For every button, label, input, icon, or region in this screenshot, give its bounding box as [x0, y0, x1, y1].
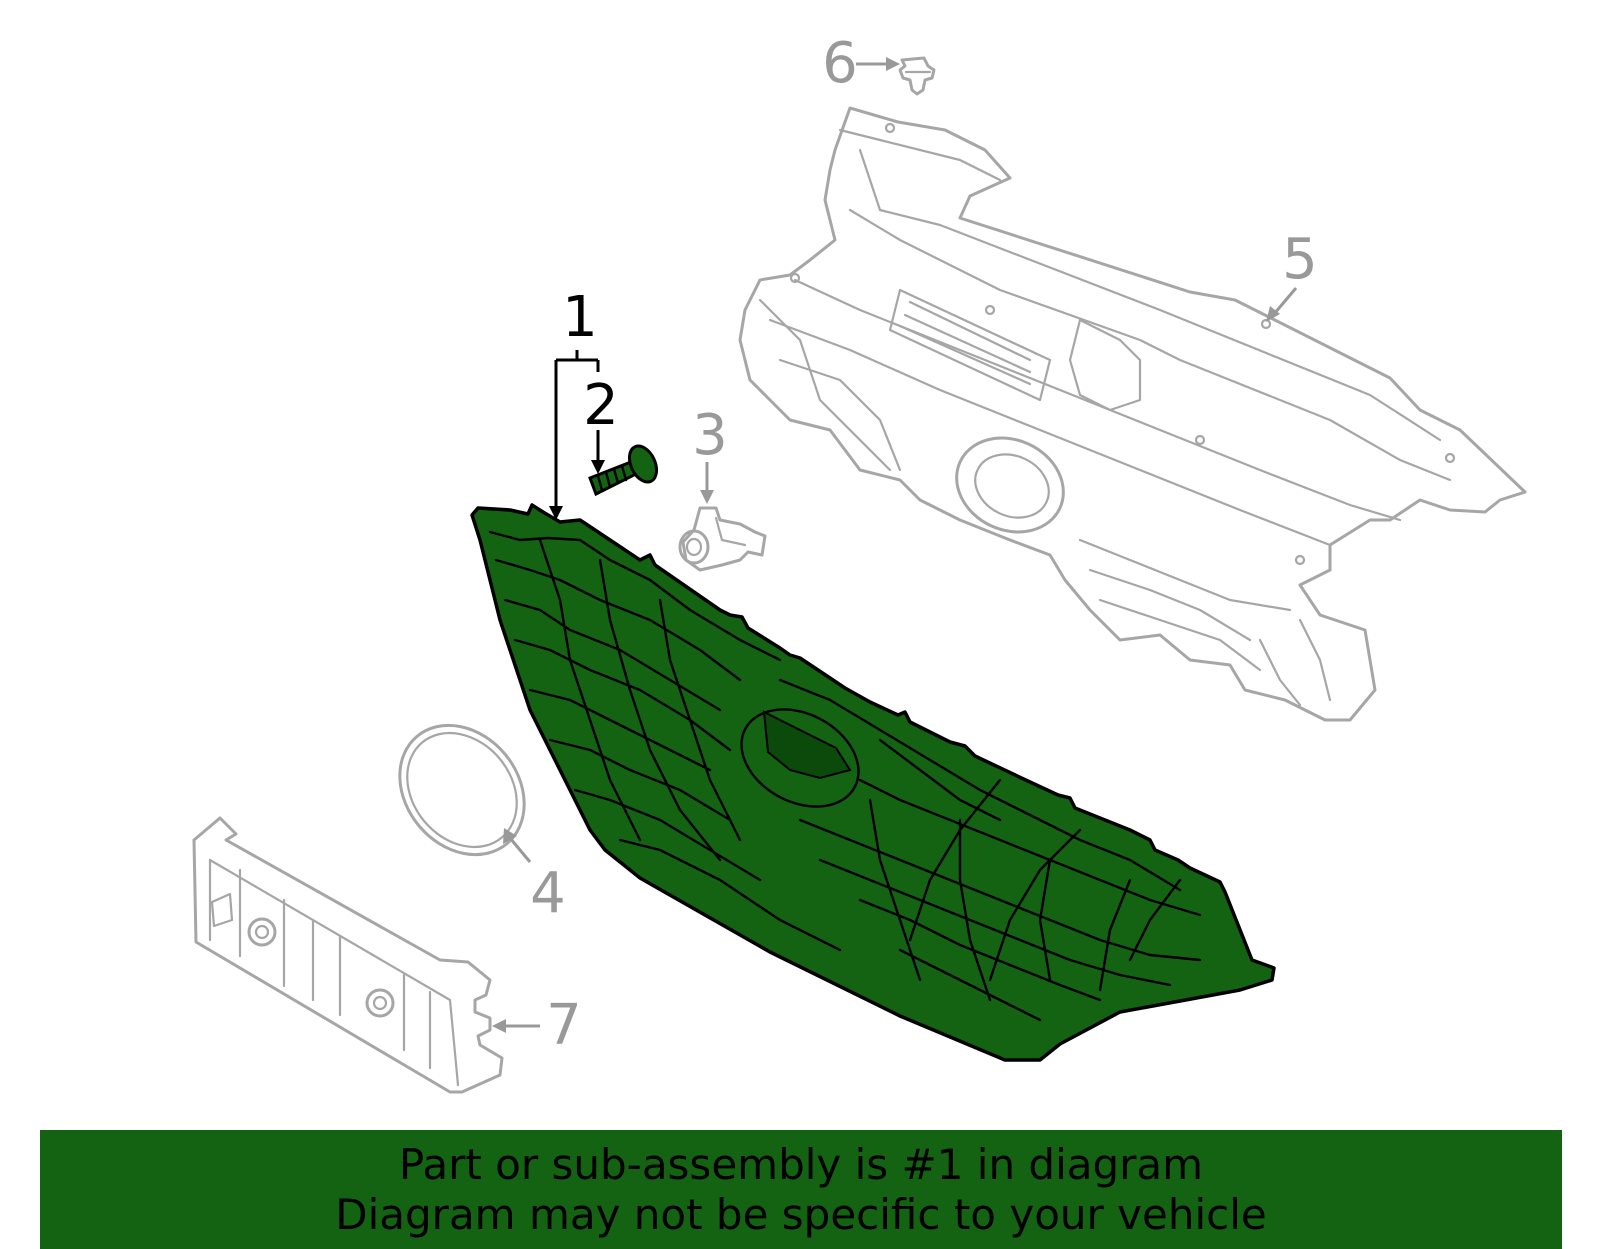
callout-4: 4 [530, 861, 566, 926]
leader-lines [492, 57, 1298, 1033]
banner-line-2: Diagram may not be specific to your vehi… [335, 1190, 1267, 1239]
callout-5: 5 [1282, 227, 1318, 292]
callout-2: 2 [583, 373, 619, 438]
callout-7: 7 [546, 993, 582, 1058]
part-7-lower-bracket [192, 816, 504, 1094]
banner-line-1: Part or sub-assembly is #1 in diagram [398, 1140, 1204, 1189]
part-1-grille [470, 503, 1276, 1062]
part-6-clip [898, 56, 936, 96]
part-5-radiator-support [738, 106, 1527, 722]
part-2-bolt [588, 444, 659, 497]
callout-1: 1 [562, 285, 598, 350]
part-4-emblem-ring [398, 723, 526, 857]
part-3-bracket [678, 506, 767, 572]
callout-6: 6 [822, 31, 858, 96]
info-banner: Part or sub-assembly is #1 in diagram Di… [40, 1130, 1562, 1249]
callout-3: 3 [692, 403, 728, 468]
